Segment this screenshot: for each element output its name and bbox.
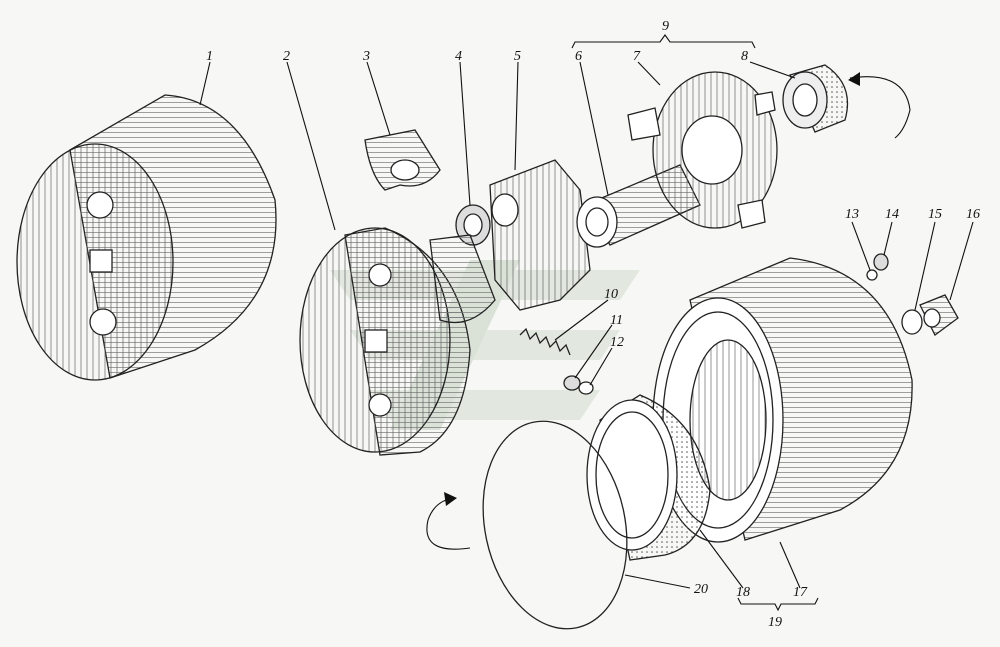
label-8: 8 — [741, 49, 748, 64]
label-4: 4 — [455, 49, 462, 64]
label-19: 19 — [768, 615, 782, 630]
rotation-arrowhead-top — [848, 72, 860, 86]
part-4-washer — [455, 204, 491, 246]
part-3-saddle — [364, 129, 441, 191]
part-11-plunger — [563, 375, 581, 391]
label-20: 20 — [694, 582, 708, 597]
label-2: 2 — [283, 49, 290, 64]
label-17: 17 — [793, 585, 808, 600]
part-12-cap — [578, 381, 594, 395]
rotation-arrowhead-bottom — [444, 492, 457, 506]
part-7-eccentric-disc — [627, 71, 778, 229]
label-10: 10 — [604, 287, 618, 302]
label-9: 9 — [662, 19, 669, 34]
label-1: 1 — [206, 49, 213, 64]
part-15-spring-washer — [901, 309, 923, 335]
label-3: 3 — [362, 49, 370, 64]
part-8-bushing — [782, 64, 849, 133]
part-20-o-ring — [482, 420, 628, 630]
part-18-ring — [586, 394, 711, 561]
label-14: 14 — [885, 207, 899, 222]
label-16: 16 — [966, 207, 980, 222]
label-6: 6 — [575, 49, 582, 64]
rotation-arrow-bottom — [426, 497, 471, 550]
leader-lines — [199, 34, 974, 612]
label-11: 11 — [610, 313, 623, 328]
part-14-screw — [873, 253, 889, 271]
part-13-washer — [866, 269, 878, 281]
part-16-nut — [919, 294, 959, 336]
label-7: 7 — [633, 49, 641, 64]
label-15: 15 — [928, 207, 942, 222]
label-5: 5 — [514, 49, 521, 64]
label-13: 13 — [845, 207, 859, 222]
label-18: 18 — [736, 585, 750, 600]
part-10-spring — [519, 327, 571, 356]
part-5-crank-block — [429, 159, 591, 324]
label-12: 12 — [610, 335, 624, 350]
part-1-cover-drum — [16, 94, 277, 381]
rotation-arrow-top — [849, 76, 911, 139]
